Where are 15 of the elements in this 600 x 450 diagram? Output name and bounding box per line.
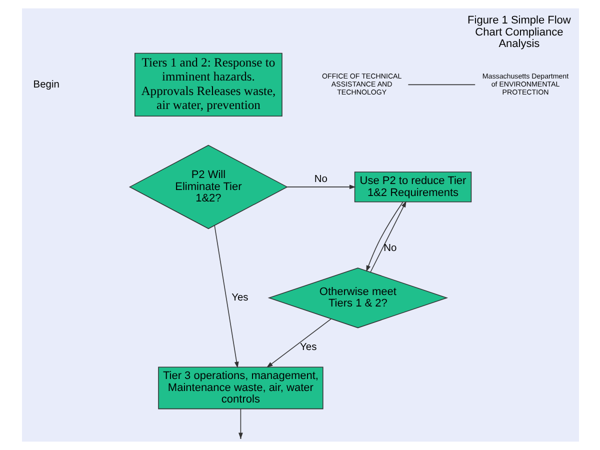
node-box: Tiers 1 and 2: Response to imminent hazards. Approvals Releases waste, air water, prevention <box>134 52 282 117</box>
edge-label: No <box>383 242 396 254</box>
edge-label: Yes <box>231 292 248 304</box>
node-box: Use P2 to reduce Tier 1&2 Requirements <box>354 172 472 202</box>
connector <box>407 84 475 86</box>
diagram-title: Figure 1 Simple Flow Chart Compliance Analysis <box>467 14 570 50</box>
label: Begin <box>32 79 59 90</box>
node-diamond: P2 Will Eliminate Tier 1&2? <box>128 144 288 230</box>
node-box: Tier 3 operations, management, Maintenance waste, air, water controls <box>158 366 323 410</box>
edge-label: Yes <box>300 342 316 354</box>
arrow <box>266 318 331 368</box>
node-diamond: Otherwise meet Tiers 1 & 2? <box>267 268 448 328</box>
edge-label: No <box>314 174 327 185</box>
arrow <box>286 184 356 190</box>
arrow <box>214 225 238 368</box>
